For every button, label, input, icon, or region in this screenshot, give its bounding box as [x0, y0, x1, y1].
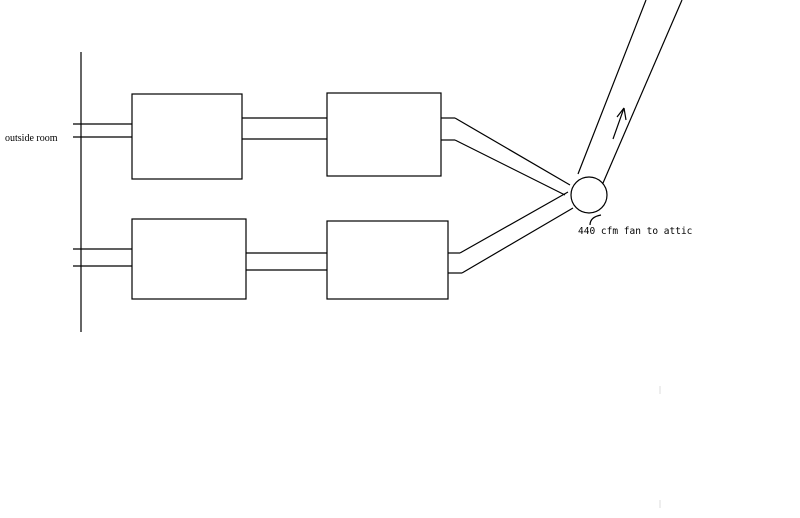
fan-circle: [570, 176, 608, 214]
fan-label: 440 cfm fan to attic: [578, 226, 692, 237]
top-left-box: [131, 93, 243, 180]
top-outlet-duct: [441, 117, 571, 196]
attic-exhaust-duct: [577, 0, 683, 191]
top-connector-duct: [242, 117, 327, 140]
bottom-left-box: [131, 218, 247, 300]
bottom-right-box: [326, 220, 449, 300]
fan-label-leader: [589, 214, 602, 226]
top-intake-duct: [73, 123, 132, 138]
bottom-intake-duct: [73, 248, 132, 267]
airflow-arrow: [612, 107, 627, 140]
bottom-outlet-duct: [448, 191, 574, 274]
outside-room-label: outside room: [5, 133, 58, 144]
top-right-box: [326, 92, 442, 177]
bottom-connector-duct: [246, 252, 327, 271]
